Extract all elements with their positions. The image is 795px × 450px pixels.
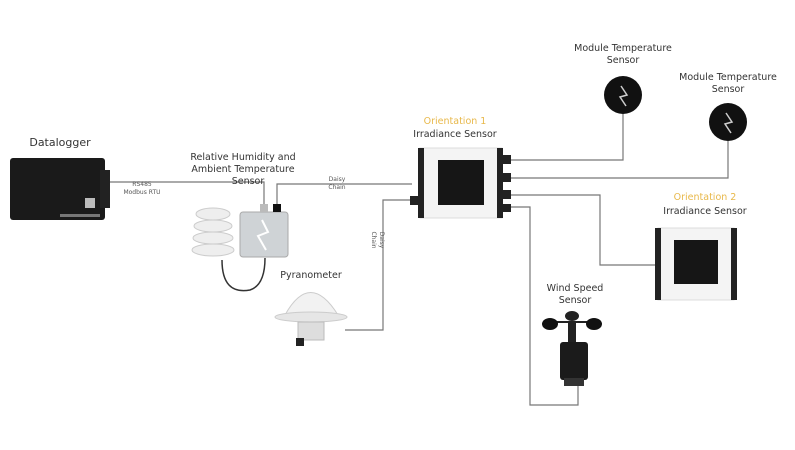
- irradiance-sensor-2-device[interactable]: [655, 227, 737, 301]
- irradiance-1-label: Irradiance Sensor: [413, 129, 497, 140]
- wind-speed-sensor-device[interactable]: [542, 311, 602, 386]
- datalogger-device[interactable]: [10, 158, 110, 220]
- modbus-label: Modbus RTU: [123, 189, 160, 196]
- rh-sensor-device[interactable]: [191, 204, 289, 292]
- wire-module-temp-2: [510, 141, 729, 179]
- module-temp-sensor-1-device[interactable]: [604, 76, 642, 114]
- wire-pyranometer-irradiance1: [345, 199, 412, 331]
- module-temp-2-label-2: Sensor: [712, 84, 745, 95]
- wind-speed-label-2: Sensor: [559, 295, 592, 306]
- rh-sensor-label-1: Relative Humidity and: [190, 152, 295, 163]
- wire-rh-irradiance1: [276, 183, 412, 206]
- daisy-chain-label-1a: Daisy: [329, 176, 346, 183]
- orientation-2-label: Orientation 2: [674, 192, 737, 203]
- module-temp-1-label-2: Sensor: [607, 55, 640, 66]
- module-temp-1-label-1: Module Temperature: [574, 43, 672, 54]
- pyranometer-device[interactable]: [274, 292, 348, 347]
- daisy-chain-label-1b: Chain: [328, 184, 345, 191]
- wire-irradiance2: [510, 194, 656, 266]
- daisy-chain-label-2b: Chain: [370, 231, 377, 248]
- wire-wind-speed: [510, 206, 579, 406]
- orientation-1-label: Orientation 1: [424, 116, 487, 127]
- daisy-chain-label-2a: Daisy: [378, 232, 385, 249]
- pyranometer-label: Pyranometer: [280, 270, 342, 281]
- irradiance-sensor-1-device[interactable]: [410, 147, 511, 219]
- irradiance-2-label: Irradiance Sensor: [663, 206, 747, 217]
- rs485-label: RS485: [132, 181, 152, 188]
- module-temp-sensor-2-device[interactable]: [709, 103, 747, 141]
- wire-module-temp-1: [510, 114, 624, 161]
- datalogger-label: Datalogger: [29, 136, 91, 149]
- module-temp-2-label-1: Module Temperature: [679, 72, 777, 83]
- wires: [108, 114, 729, 406]
- wire-datalogger-rh: [108, 181, 265, 206]
- wind-speed-label-1: Wind Speed: [547, 283, 604, 294]
- rh-sensor-label-3: Sensor: [232, 176, 265, 187]
- rh-sensor-label-2: Ambient Temperature: [191, 164, 294, 175]
